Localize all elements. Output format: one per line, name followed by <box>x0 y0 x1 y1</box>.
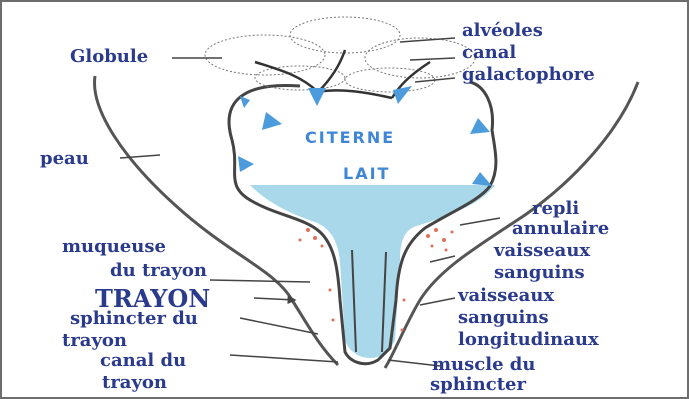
label-sphincter: sphincter <box>430 376 526 394</box>
label-peau: peau <box>40 150 89 168</box>
label-canal-du: canal du <box>100 352 186 370</box>
label-sanguins-2: sanguins <box>458 309 549 327</box>
label-citerne: CITERNE <box>305 128 395 147</box>
label-trayon-2: trayon <box>62 332 127 350</box>
label-galactophore: galactophore <box>462 66 595 84</box>
label-trayon-3: trayon <box>102 374 167 392</box>
label-muscle-du: muscle du <box>432 356 535 374</box>
label-canal: canal <box>462 44 516 62</box>
label-repli: repli <box>532 200 579 218</box>
label-sanguins-1: sanguins <box>494 264 585 282</box>
label-du-trayon: du trayon <box>110 262 207 280</box>
label-alveoles: alvéoles <box>462 22 543 40</box>
label-longitudinaux: longitudinaux <box>458 331 599 349</box>
label-annulaire: annulaire <box>512 220 609 238</box>
label-vaisseaux-2: vaisseaux <box>458 287 554 305</box>
label-globule: Globule <box>70 48 148 66</box>
label-lait: LAIT <box>343 164 390 183</box>
label-muqueuse: muqueuse <box>62 238 166 256</box>
label-vaisseaux-1: vaisseaux <box>494 242 590 260</box>
label-sphincter-du: sphincter du <box>70 310 198 328</box>
